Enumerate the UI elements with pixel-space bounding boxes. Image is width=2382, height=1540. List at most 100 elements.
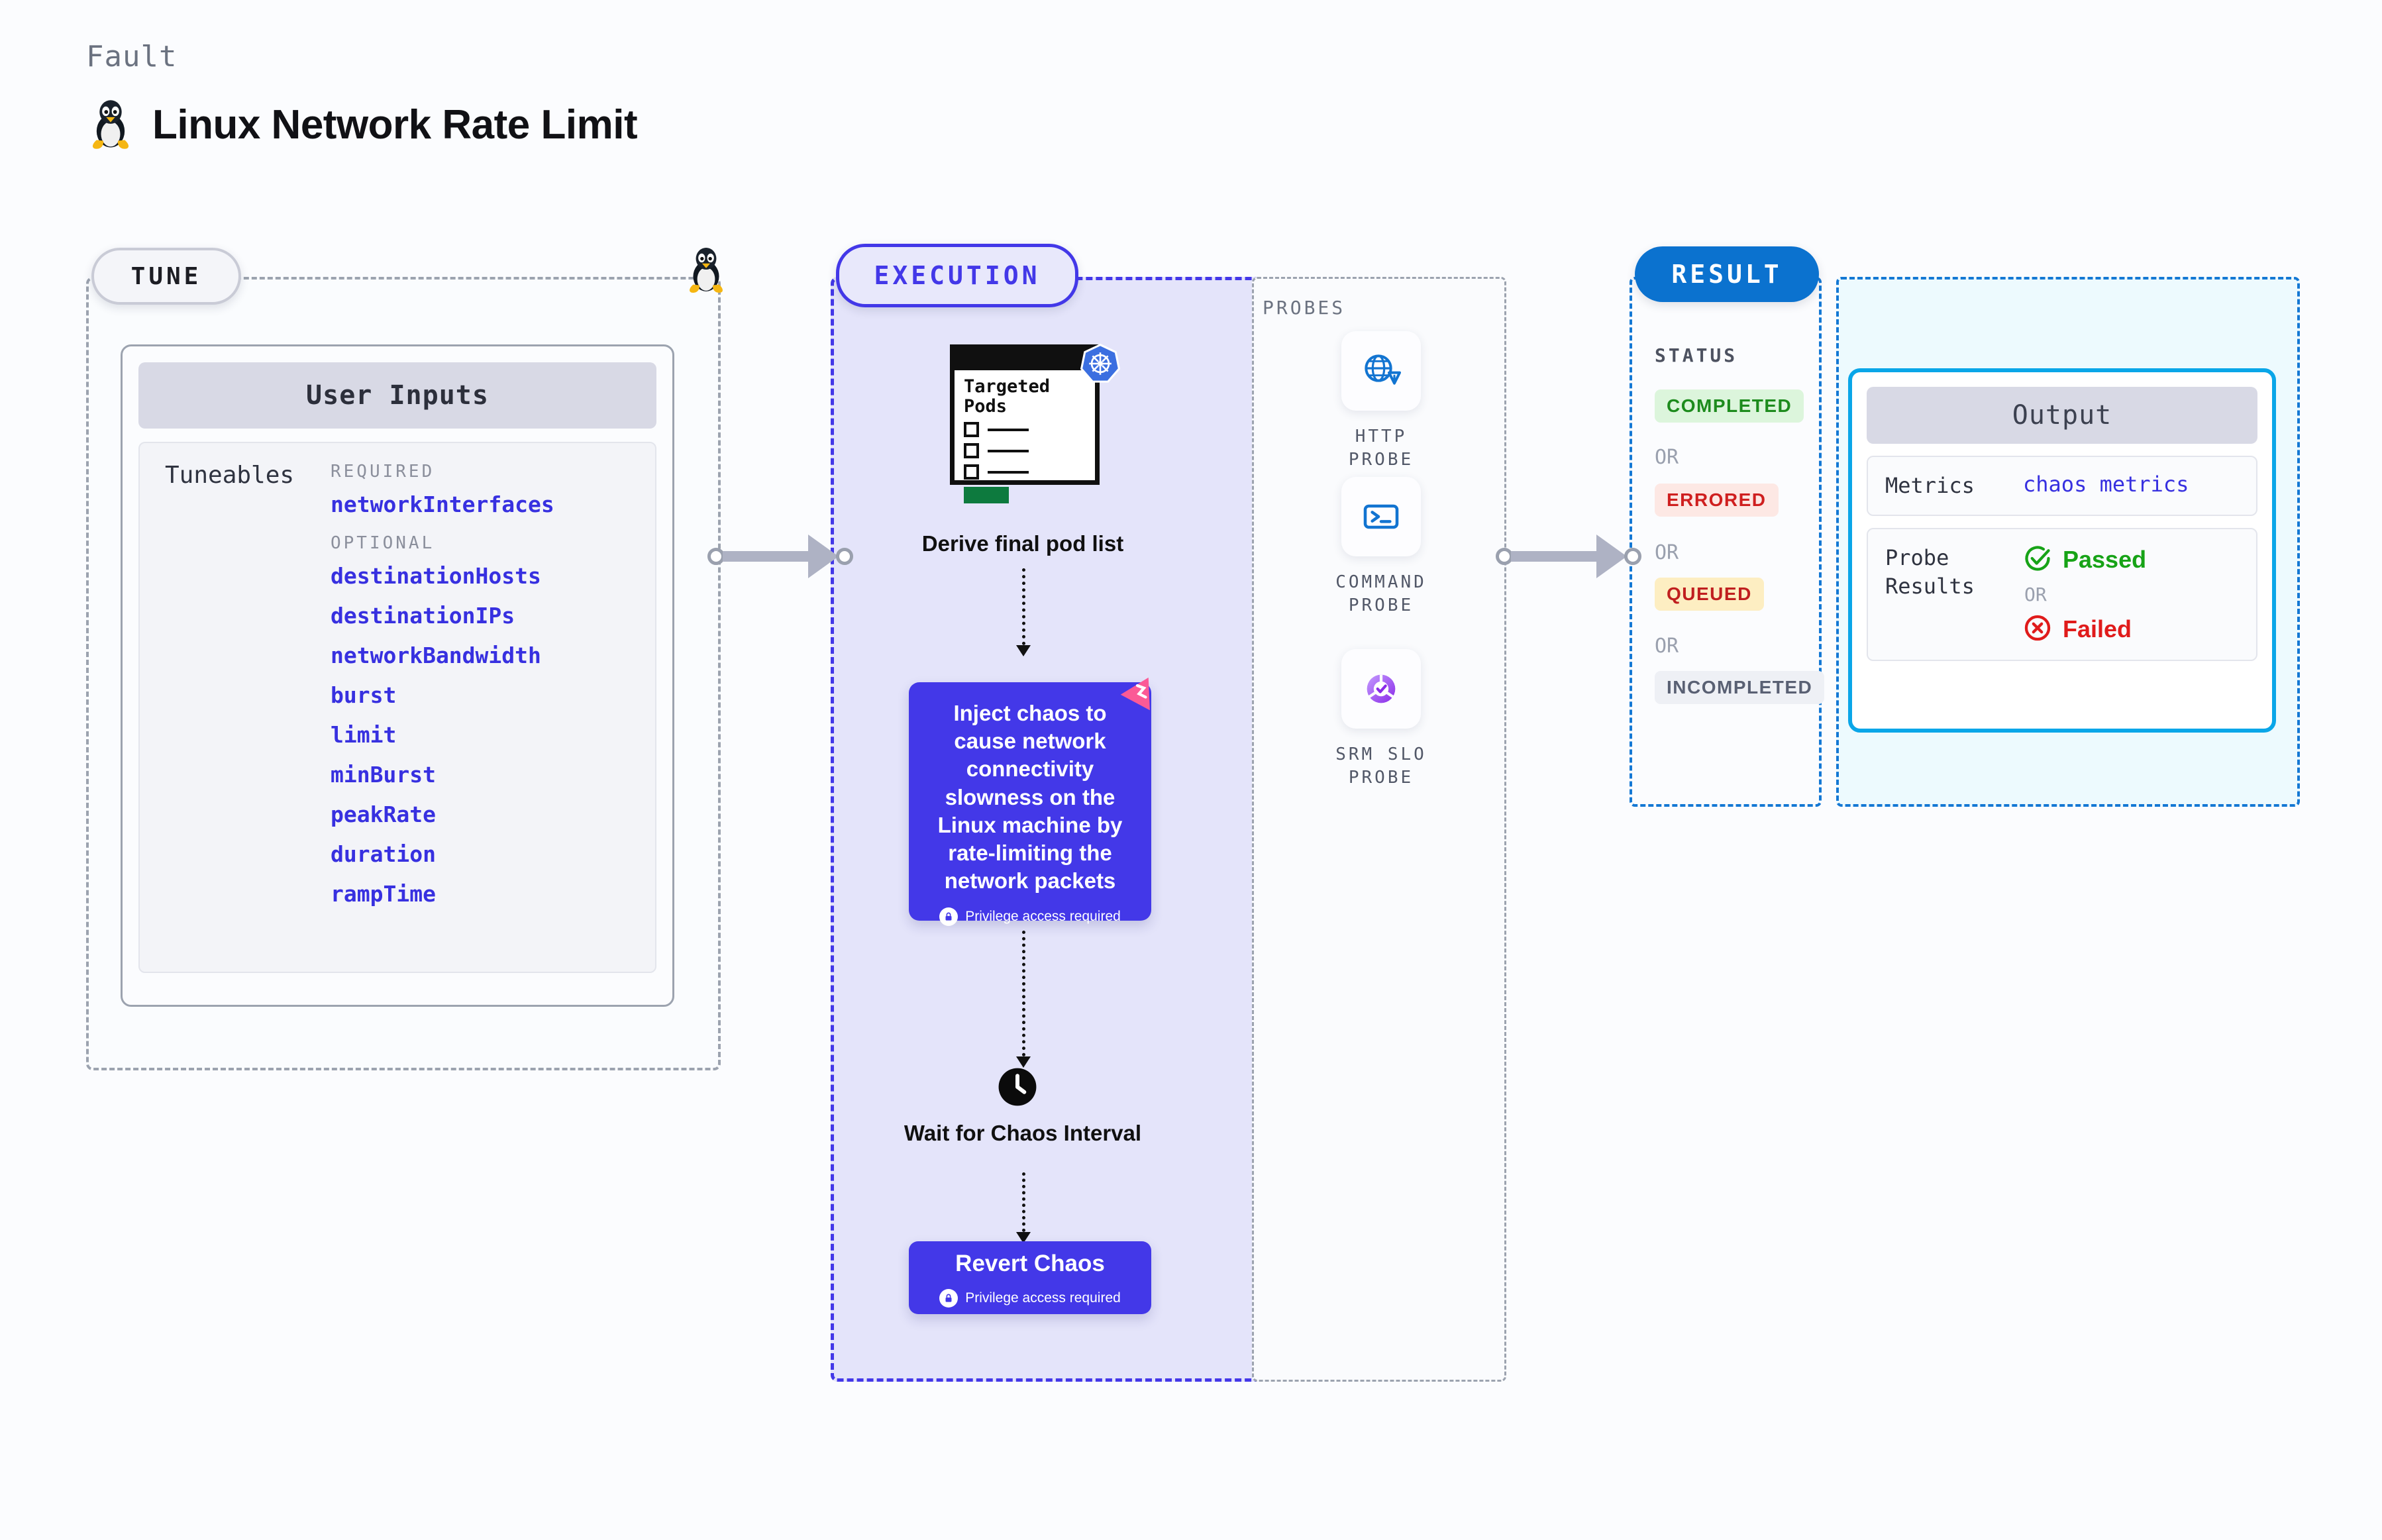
pod-list-row [964,464,1095,480]
tuneable-item[interactable]: minBurst [331,762,436,788]
kubernetes-icon [1080,343,1121,384]
card-titlebar [955,349,1095,370]
privilege-note-text: Privilege access required [965,1290,1121,1306]
connector-arrowhead-icon [1596,535,1627,578]
probes-label: PROBES [1263,297,1346,319]
tuneables-label: Tuneables [165,462,295,489]
targeted-pods-card: Targeted Pods [950,344,1100,504]
fault-kicker: Fault [86,40,178,74]
probe-http-label: HTTP PROBE [1348,427,1414,470]
derive-final-pod-list-label: Derive final pod list [921,531,1124,556]
srm-slo-gauge-icon [1341,649,1421,729]
tuneable-item[interactable]: duration [331,841,436,867]
lock-icon [939,907,958,926]
tuneables-body: Tuneables REQUIRED networkInterfaces OPT… [138,442,656,973]
terminal-prompt-icon [1341,477,1421,556]
pod-list-row [964,443,1095,459]
checkbox-icon [964,464,979,480]
tuneable-item[interactable]: networkBandwidth [331,642,541,668]
revert-chaos-title: Revert Chaos [955,1251,1105,1276]
linux-tux-icon [86,99,135,150]
probe-results-values: Passed OR Failed [2023,544,2256,645]
privilege-note-row: Privilege access required [925,907,1135,926]
or-separator: OR [1655,541,1679,564]
execution-stage-badge: EXECUTION [836,244,1078,307]
probe-results-row: Probe Results Passed OR [1867,528,2257,662]
card-body: Targeted Pods [955,370,1095,504]
connector-arrowhead-icon [808,535,839,578]
tuneable-item[interactable]: peakRate [331,801,436,827]
failed-label: Failed [2063,615,2132,643]
probe-results-key-line1: Probe [1885,545,1949,571]
inject-chaos-card[interactable]: Inject chaos to cause network connectivi… [909,682,1151,926]
status-badge-completed: COMPLETED [1655,389,1804,423]
privilege-note-text: Privilege access required [965,908,1121,924]
arrow-stem [1021,568,1025,645]
tuneable-item[interactable]: rampTime [331,881,436,907]
linux-tux-icon [684,246,729,294]
connector-end-dot [1624,548,1641,565]
result-region [1630,277,1822,807]
user-inputs-card: User Inputs Tuneables REQUIRED networkIn… [121,344,674,1007]
lock-icon [939,1289,958,1308]
litmus-chaos-icon [1120,672,1161,712]
connector-end-dot [836,548,853,565]
checkbox-icon [964,443,979,459]
user-inputs-header: User Inputs [138,362,656,429]
status-label: STATUS [1655,344,1738,366]
metrics-row: Metrics chaos metrics [1867,456,2257,517]
tuneable-item[interactable]: burst [331,682,397,708]
revert-chaos-card[interactable]: Revert Chaos Privilege access required [909,1241,1151,1314]
tuneable-item[interactable]: destinationIPs [331,603,515,629]
status-badge-incompleted: INCOMPLETED [1655,671,1825,704]
metrics-value[interactable]: chaos metrics [2023,472,2189,497]
result-stage-label: RESULT [1671,260,1783,289]
probe-result-passed: Passed [2023,544,2256,576]
page-title: Linux Network Rate Limit [152,101,638,148]
group-label-optional: OPTIONAL [331,533,435,553]
connector-tune-to-execution [707,535,853,578]
targeted-pods-title-line2: Pods [964,395,1008,417]
pod-list-row [964,422,1095,438]
placeholder-line [988,449,1029,452]
execution-stage-label: EXECUTION [874,261,1041,290]
tune-stage-label: TUNE [130,262,202,290]
result-stage-badge: RESULT [1635,246,1819,302]
title-row: Linux Network Rate Limit [86,99,638,150]
clock-icon [997,1066,1038,1107]
tuneable-item[interactable]: networkInterfaces [331,491,554,517]
inject-chaos-text: Inject chaos to cause network connectivi… [937,701,1123,894]
tuneable-item[interactable]: destinationHosts [331,563,541,589]
status-badge-queued: QUEUED [1655,578,1764,611]
probe-http[interactable]: HTTP PROBE [1321,331,1441,472]
arrow-stem [1021,1172,1025,1232]
placeholder-line [988,470,1029,474]
group-label-required: REQUIRED [331,462,435,482]
metrics-key: Metrics [1885,473,1975,498]
arrow-tip [1016,1056,1031,1068]
arrow-tip [1016,1232,1031,1243]
globe-warning-icon [1341,331,1421,411]
privilege-note-row: Privilege access required [909,1289,1151,1308]
check-circle-icon [2023,544,2052,576]
output-card: Output Metrics chaos metrics Probe Resul… [1848,368,2276,733]
status-bar [964,487,1009,504]
probes-region [1252,277,1506,1382]
tuneables-list: REQUIRED networkInterfaces OPTIONAL dest… [331,462,655,972]
probe-results-key-line2: Results [1885,574,1975,599]
flow-arrow-icon [1016,1172,1031,1243]
tuneable-item[interactable]: limit [331,722,397,748]
x-circle-icon [2023,613,2052,645]
connector-start-dot [1496,548,1513,565]
or-separator: OR [1655,635,1679,658]
status-badge-errored: ERRORED [1655,484,1779,517]
or-separator: OR [1655,446,1679,469]
probe-result-failed: Failed [2023,613,2256,645]
probe-results-key: Probe Results [1885,544,2023,645]
placeholder-line [988,428,1029,431]
tune-stage-badge: TUNE [91,248,241,305]
arrow-stem [1021,931,1025,1056]
